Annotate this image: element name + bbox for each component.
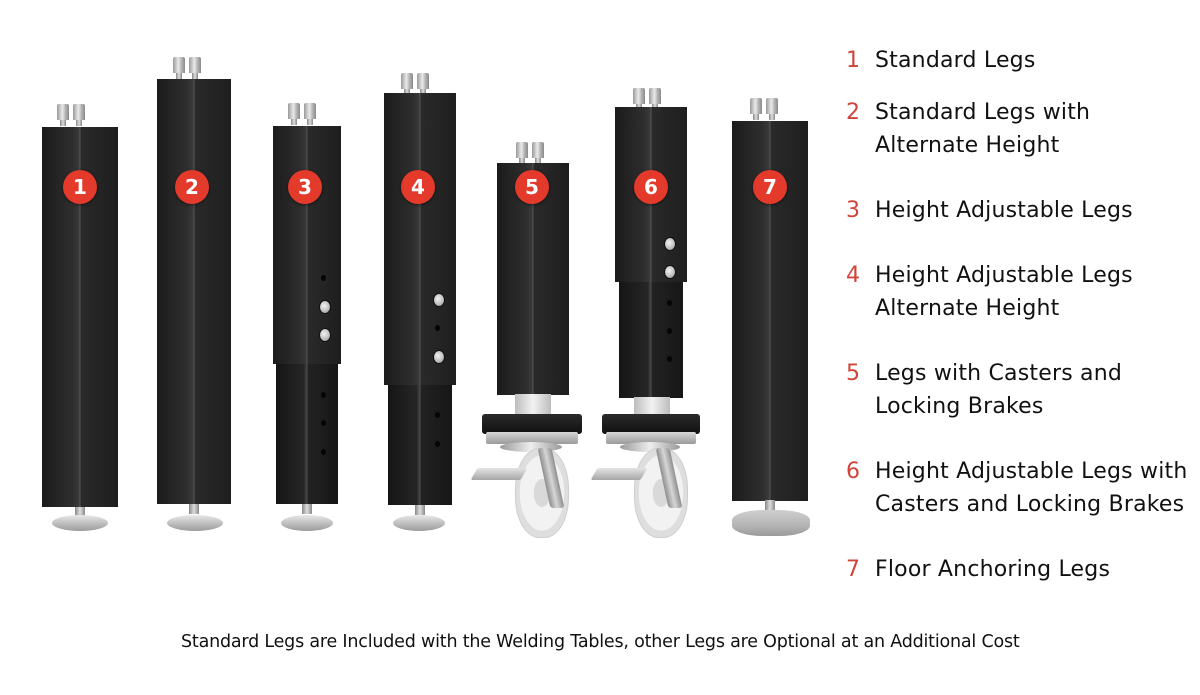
legend-label: Height Adjustable Legs — [875, 198, 1133, 223]
anchor-plate — [732, 510, 810, 536]
locking-brake — [590, 468, 648, 480]
legend-number: 3 — [846, 198, 860, 223]
adjustment-pin — [319, 300, 331, 314]
legend-item: 4 Height Adjustable Legs Alternate Heigh… — [846, 259, 1133, 325]
footnote: Standard Legs are Included with the Weld… — [181, 632, 1020, 652]
outer-tube — [384, 93, 456, 385]
legend-label-line2: Alternate Height — [875, 133, 1060, 158]
legend-number: 6 — [846, 459, 860, 484]
legend-item: 7 Floor Anchoring Legs — [846, 553, 1110, 586]
caster-mount-plate — [602, 414, 700, 434]
legend-number: 5 — [846, 361, 860, 386]
leg-tube — [157, 79, 231, 504]
inner-tube — [276, 364, 338, 504]
leg-number-badge: 7 — [753, 170, 787, 204]
legend-label-line2: Locking Brakes — [875, 394, 1044, 419]
leg-number-badge: 2 — [175, 170, 209, 204]
locking-brake — [470, 468, 528, 480]
mounting-bolts — [516, 142, 544, 164]
leg-number-badge: 4 — [401, 170, 435, 204]
legend-number: 4 — [846, 263, 860, 288]
legend-label: Standard Legs with — [875, 100, 1091, 125]
caster-mount-plate — [482, 414, 582, 434]
leg-number-badge: 6 — [634, 170, 668, 204]
legend-item: 5 Legs with Casters and Locking Brakes — [846, 357, 1122, 423]
mounting-bolts — [57, 104, 85, 126]
adjustment-pin — [664, 237, 676, 251]
leg-number-badge: 3 — [288, 170, 322, 204]
adjustment-pin — [433, 293, 445, 307]
mounting-bolts — [401, 73, 429, 95]
legend-item: 1 Standard Legs — [846, 44, 1036, 77]
legend-label: Height Adjustable Legs — [875, 263, 1133, 288]
legend-label: Height Adjustable Legs with — [875, 459, 1188, 484]
mounting-bolts — [173, 57, 201, 79]
leveling-foot — [52, 515, 108, 531]
legend-number: 2 — [846, 100, 860, 125]
leveling-foot — [393, 515, 445, 531]
mounting-bolts — [288, 103, 316, 125]
leg-number-badge: 1 — [63, 170, 97, 204]
adjustment-pin — [664, 265, 676, 279]
leveling-foot — [281, 515, 333, 531]
mounting-bolts — [633, 88, 661, 110]
outer-tube — [273, 126, 341, 364]
inner-tube — [388, 385, 452, 505]
legend-label: Floor Anchoring Legs — [875, 557, 1111, 582]
adjustment-pin — [319, 328, 331, 342]
legend-label: Legs with Casters and — [875, 361, 1123, 386]
legend-number: 1 — [846, 48, 860, 73]
legend-label-line2: Alternate Height — [875, 296, 1060, 321]
legend-number: 7 — [846, 557, 860, 582]
leveling-foot — [167, 515, 223, 531]
legend-item: 2 Standard Legs with Alternate Height — [846, 96, 1090, 162]
mounting-bolts — [750, 98, 778, 120]
inner-tube — [619, 282, 683, 398]
leg-number-badge: 5 — [515, 170, 549, 204]
legend-label: Standard Legs — [875, 48, 1036, 73]
product-illustration: 1 2 3 4 — [42, 57, 810, 538]
adjustment-pin — [433, 350, 445, 364]
legend-item: 6 Height Adjustable Legs with Casters an… — [846, 455, 1187, 521]
legend-label-line2: Casters and Locking Brakes — [875, 492, 1185, 517]
legend-item: 3 Height Adjustable Legs — [846, 194, 1133, 227]
